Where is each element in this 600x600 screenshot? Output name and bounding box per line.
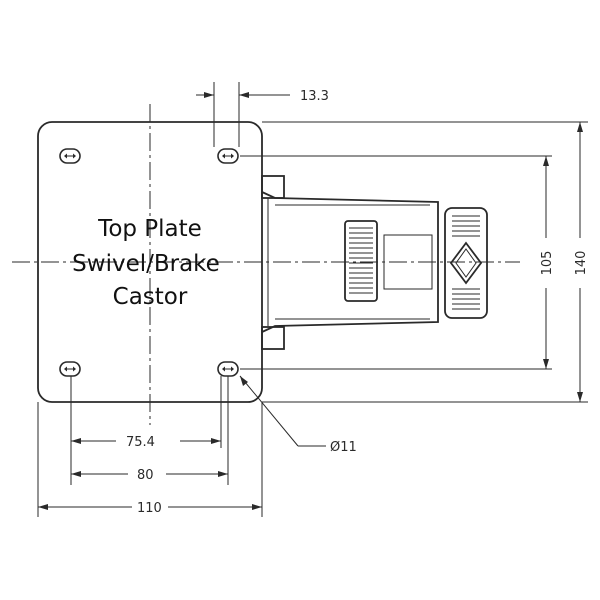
dimension-plate-width bbox=[37, 402, 263, 517]
brake-pedal bbox=[444, 207, 488, 319]
dimension-plate-height-label: 140 bbox=[574, 251, 589, 276]
top-plate bbox=[37, 121, 263, 403]
dimension-hole-span bbox=[71, 376, 229, 485]
hole-diameter-leader bbox=[239, 375, 326, 447]
title-line-1: Top Plate bbox=[97, 216, 202, 242]
dimension-plate-height bbox=[262, 121, 588, 403]
dimension-hole-offset-label: 13.3 bbox=[300, 89, 329, 104]
dimension-hole-span-inner bbox=[70, 376, 222, 485]
mounting-hole-bottom-left bbox=[59, 361, 81, 377]
mounting-hole-top-left bbox=[59, 148, 81, 164]
dimension-hole-height bbox=[240, 155, 552, 370]
mounting-hole-bottom-right bbox=[217, 361, 239, 377]
title-line-2: Swivel/Brake bbox=[72, 251, 220, 277]
dimension-hole-span-label: 80 bbox=[137, 468, 154, 483]
mounting-hole-top-right bbox=[217, 148, 239, 164]
dimension-hole-span-inner-label: 75.4 bbox=[126, 435, 155, 450]
wheel-hub bbox=[344, 220, 378, 302]
hole-diameter-label: Ø11 bbox=[330, 440, 357, 455]
dimension-hole-offset bbox=[196, 82, 290, 147]
castor-body bbox=[261, 175, 439, 350]
dimension-hole-height-label: 105 bbox=[540, 251, 555, 276]
dimension-plate-width-label: 110 bbox=[137, 501, 162, 516]
title-line-3: Castor bbox=[113, 284, 188, 310]
